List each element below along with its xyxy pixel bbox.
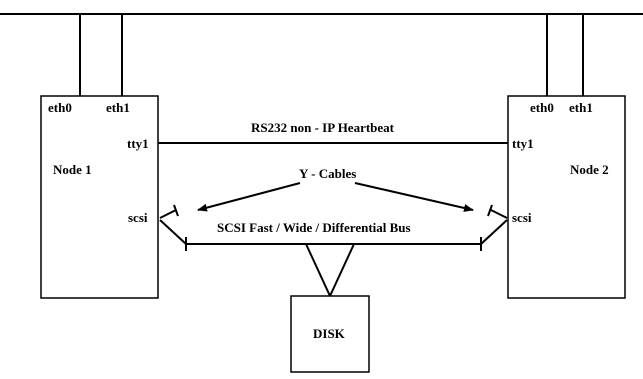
node1-name: Node 1 [53, 162, 92, 177]
node2-name: Node 2 [570, 162, 609, 177]
node1-eth1-label: eth1 [106, 100, 130, 115]
disk-label: DISK [313, 326, 345, 341]
node1-box [40, 95, 159, 299]
node2-scsi-terminator-stem [490, 209, 508, 219]
y-cable-arrow-left [197, 182, 301, 212]
node2-scsi-stub [480, 219, 508, 245]
y-cable-arrow-right [354, 182, 474, 212]
node2-box [507, 95, 626, 299]
y-cables-label: Y - Cables [299, 166, 357, 181]
node1-scsi-stub [159, 219, 187, 245]
scsi-bus-label: SCSI Fast / Wide / Differential Bus [217, 220, 411, 235]
node2-scsi-label: scsi [512, 210, 532, 225]
node1-scsi-terminator-stem [159, 209, 177, 219]
node2-scsi-terminator-cap [487, 204, 493, 217]
disk-box [290, 295, 370, 373]
disk-cable-left [305, 243, 331, 297]
node2-eth0-label: eth0 [530, 100, 554, 115]
node2-eth1-label: eth1 [569, 100, 593, 115]
heartbeat-label: RS232 non - IP Heartbeat [251, 120, 394, 135]
node1-tty-label: tty1 [127, 136, 149, 151]
node1-scsi-label: scsi [128, 210, 148, 225]
node1-scsi-terminator-cap [173, 204, 179, 217]
disk-cable-right [329, 243, 355, 297]
node1-eth0-label: eth0 [48, 100, 72, 115]
node2-tty-label: tty1 [512, 136, 534, 151]
